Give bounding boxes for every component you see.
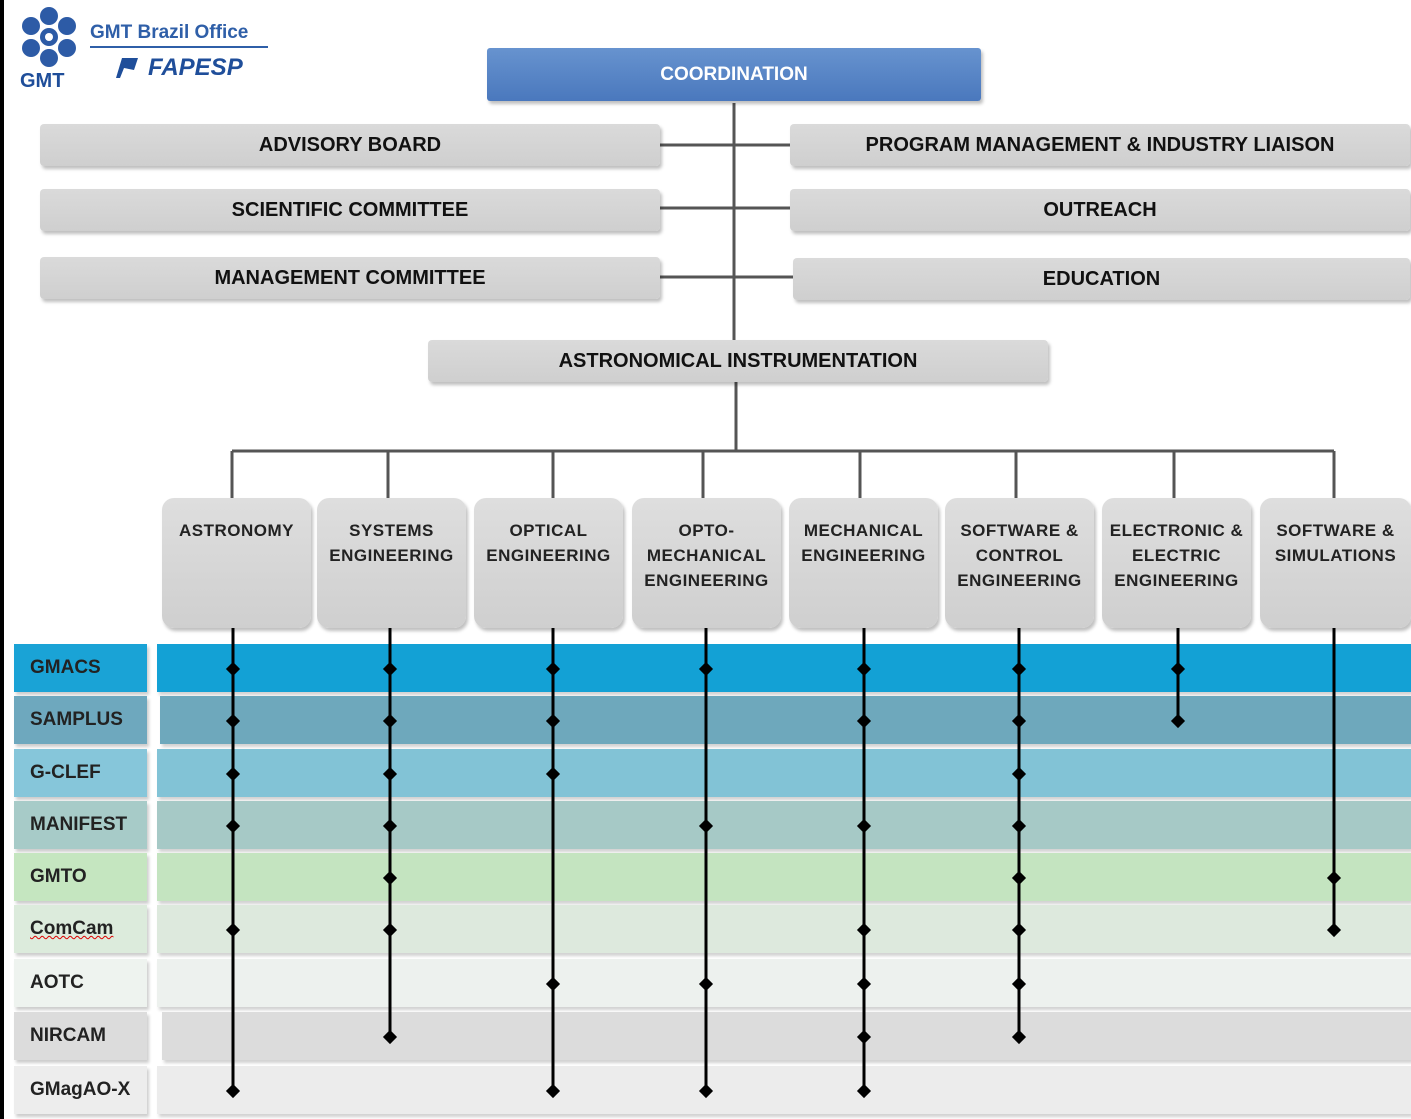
dept-optical-engineering: OPTICAL ENGINEERING — [474, 498, 623, 628]
dept-software-control-engineering: SOFTWARE & CONTROL ENGINEERING — [945, 498, 1094, 628]
project-band-samplus — [160, 696, 1411, 744]
project-name: GMTO — [30, 866, 87, 887]
project-name: GMACS — [30, 657, 101, 678]
participation-diamond — [225, 766, 241, 782]
participation-diamond — [1011, 713, 1027, 729]
project-band-gmacs — [157, 644, 1411, 692]
project-band-aotc — [157, 959, 1411, 1007]
project-label-comcam: ComCam — [14, 905, 147, 953]
participation-diamond — [382, 661, 398, 677]
participation-diamond — [1011, 922, 1027, 938]
office-title: GMT Brazil Office — [90, 22, 249, 43]
project-name: AOTC — [30, 972, 84, 993]
education-box: EDUCATION — [793, 258, 1410, 300]
participation-diamond — [225, 922, 241, 938]
participation-diamond — [698, 661, 714, 677]
fapesp-flag-icon — [116, 58, 138, 78]
participation-diamond — [856, 1029, 872, 1045]
participation-diamond — [1011, 976, 1027, 992]
participation-diamond — [856, 818, 872, 834]
participation-diamond — [856, 1083, 872, 1099]
dept-systems-engineering: SYSTEMS ENGINEERING — [317, 498, 466, 628]
dept-electronic-electric-engineering: ELECTRONIC & ELECTRIC ENGINEERING — [1102, 498, 1251, 628]
project-label-nircam: NIRCAM — [14, 1012, 147, 1060]
gmt-logo-icon — [22, 7, 76, 67]
participation-diamond — [1011, 870, 1027, 886]
participation-diamond — [1326, 922, 1342, 938]
project-label-manifest: MANIFEST — [14, 801, 147, 849]
participation-diamond — [225, 661, 241, 677]
participation-diamond — [1170, 713, 1186, 729]
project-label-samplus: SAMPLUS — [14, 696, 147, 744]
scientific-committee-box: SCIENTIFIC COMMITTEE — [40, 189, 660, 231]
project-label-gmto: GMTO — [14, 853, 147, 901]
fapesp-text: FAPESP — [148, 54, 243, 81]
participation-diamond — [1011, 818, 1027, 834]
project-name: G-CLEF — [30, 762, 101, 783]
participation-diamond — [545, 766, 561, 782]
participation-diamond — [225, 713, 241, 729]
participation-diamond — [698, 976, 714, 992]
gmt-logo: GMT — [18, 6, 80, 96]
participation-diamond — [225, 818, 241, 834]
project-label-gmagao-x: GMagAO-X — [14, 1066, 147, 1114]
participation-diamond — [545, 661, 561, 677]
dept-mechanical-engineering: MECHANICAL ENGINEERING — [789, 498, 938, 628]
office-title-underline — [90, 46, 268, 48]
program-management-box: PROGRAM MANAGEMENT & INDUSTRY LIAISON — [790, 124, 1410, 166]
project-band-gmto — [157, 853, 1411, 901]
participation-diamond — [1170, 661, 1186, 677]
astronomical-instrumentation-box: ASTRONOMICAL INSTRUMENTATION — [428, 340, 1048, 382]
management-committee-box: MANAGEMENT COMMITTEE — [40, 257, 660, 299]
project-name: SAMPLUS — [30, 709, 123, 730]
participation-diamond — [545, 713, 561, 729]
project-band-comcam — [157, 905, 1411, 953]
participation-diamond — [382, 766, 398, 782]
participation-diamond — [698, 1083, 714, 1099]
participation-diamond — [1011, 766, 1027, 782]
participation-diamond — [1011, 1029, 1027, 1045]
dept-astronomy: ASTRONOMY — [162, 498, 311, 628]
project-name: ComCam — [30, 918, 114, 939]
participation-diamond — [382, 1029, 398, 1045]
project-band-g-clef — [157, 749, 1411, 797]
participation-diamond — [1326, 870, 1342, 886]
coordination-box: COORDINATION — [487, 48, 981, 101]
participation-diamond — [545, 976, 561, 992]
project-band-gmagao-x — [157, 1066, 1411, 1114]
project-label-gmacs: GMACS — [14, 644, 147, 692]
advisory-board-box: ADVISORY BOARD — [40, 124, 660, 166]
participation-diamond — [1011, 661, 1027, 677]
project-band-manifest — [157, 801, 1411, 849]
outreach-box: OUTREACH — [790, 189, 1410, 231]
participation-diamond — [545, 1083, 561, 1099]
participation-diamond — [856, 922, 872, 938]
participation-diamond — [382, 870, 398, 886]
participation-diamond — [856, 976, 872, 992]
participation-diamond — [382, 818, 398, 834]
participation-diamond — [382, 713, 398, 729]
participation-diamond — [856, 713, 872, 729]
dept-software-simulations: SOFTWARE & SIMULATIONS — [1260, 498, 1411, 628]
project-name: MANIFEST — [30, 814, 128, 835]
project-band-nircam — [162, 1012, 1411, 1060]
participation-diamond — [698, 818, 714, 834]
gmt-logo-text: GMT — [20, 70, 65, 92]
left-edge-bar — [0, 0, 4, 1119]
project-name: NIRCAM — [30, 1025, 106, 1046]
project-label-aotc: AOTC — [14, 959, 147, 1007]
participation-diamond — [856, 661, 872, 677]
participation-diamond — [382, 922, 398, 938]
project-label-g-clef: G-CLEF — [14, 749, 147, 797]
project-name: GMagAO-X — [30, 1079, 131, 1100]
dept-opto-mechanical-engineering: OPTO- MECHANICAL ENGINEERING — [632, 498, 781, 628]
participation-diamond — [225, 1083, 241, 1099]
